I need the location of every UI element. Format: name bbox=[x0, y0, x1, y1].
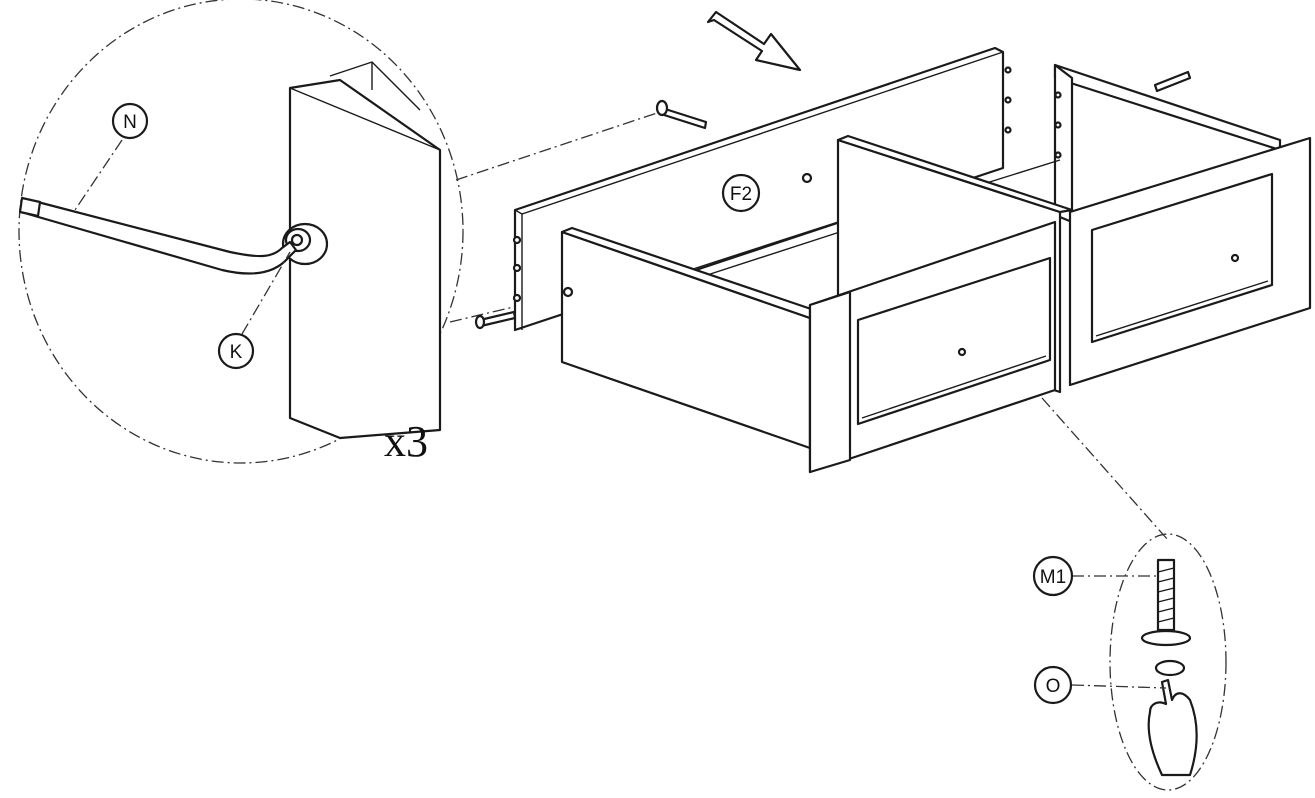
label-circle-f2 bbox=[721, 173, 761, 213]
label-n: N bbox=[123, 112, 137, 133]
label-circle-o bbox=[1033, 665, 1073, 705]
quantity-label: x3 bbox=[384, 417, 428, 466]
direction-arrow bbox=[706, 10, 802, 72]
label-o: O bbox=[1046, 676, 1061, 697]
detail-ellipse-outline bbox=[1109, 533, 1227, 791]
label-circle-m1 bbox=[1032, 555, 1074, 597]
screw-m1 bbox=[1140, 558, 1192, 647]
leader-line-right bbox=[1041, 397, 1169, 541]
screw-top-left bbox=[655, 99, 708, 130]
label-circle-n bbox=[111, 102, 149, 140]
hand bbox=[1147, 678, 1198, 777]
detail-circle-left: N K bbox=[18, 0, 464, 464]
leader-line-top bbox=[455, 111, 661, 181]
cam-lock-k bbox=[281, 222, 329, 266]
label-circle-k bbox=[217, 332, 255, 370]
screw-top-right bbox=[1153, 70, 1192, 93]
detail-ellipse-right: M1 O bbox=[1032, 533, 1227, 791]
panel-in-detail bbox=[288, 78, 442, 440]
screw-bottom-left bbox=[474, 310, 517, 330]
detail-circle-outline bbox=[18, 0, 464, 464]
drawer-assembly: F2 bbox=[474, 46, 1312, 474]
label-k: K bbox=[230, 342, 243, 363]
label-f2: F2 bbox=[730, 184, 752, 205]
washer-o bbox=[1154, 659, 1186, 677]
allen-key-n bbox=[18, 196, 298, 275]
label-m1: M1 bbox=[1040, 567, 1066, 588]
